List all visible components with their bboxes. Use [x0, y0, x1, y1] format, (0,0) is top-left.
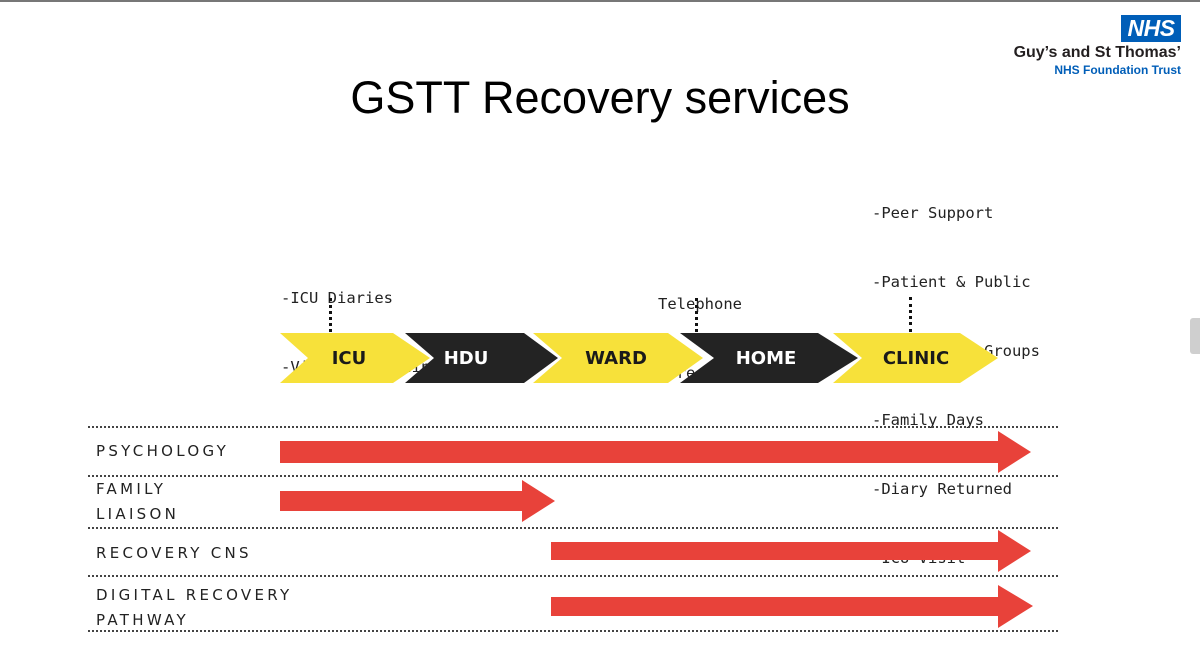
service-arrow-digital-recovery-pathway	[551, 585, 1033, 628]
icu-connector	[329, 298, 332, 332]
row-divider	[88, 475, 1058, 477]
home-note-line: Telephone	[658, 295, 742, 313]
stage-label-icu: ICU	[331, 348, 367, 369]
stage-label-ward: WARD	[585, 348, 647, 369]
row-divider	[88, 575, 1058, 577]
stage-chevron-home	[680, 333, 858, 383]
clinic-note-line: -Peer Support	[872, 204, 994, 222]
stage-chevron-clinic	[833, 333, 998, 383]
stage-label-home: HOME	[735, 348, 797, 369]
service-label-family-liaison: FAMILY LIAISON	[96, 477, 179, 527]
clinic-note-line: -Family Days	[872, 411, 984, 429]
row-divider	[88, 527, 1058, 529]
stage-chevron-hdu	[405, 333, 558, 383]
service-label-line: FAMILY	[96, 480, 167, 498]
nhs-logo: NHS	[1121, 15, 1181, 42]
service-label-line: PATHWAY	[96, 611, 189, 629]
service-label-line: PSYCHOLOGY	[96, 442, 230, 460]
clinic-connector	[909, 297, 912, 332]
clinic-note-line: -Diary Returned	[872, 480, 1012, 498]
stage-label-hdu: HDU	[443, 348, 489, 369]
service-label-digital-recovery-pathway: DIGITAL RECOVERY PATHWAY	[96, 583, 293, 633]
row-divider	[88, 630, 1058, 632]
clinic-note-line: -Patient & Public	[872, 273, 1031, 291]
window-top-border	[0, 0, 1200, 2]
service-arrow-recovery-cns	[551, 530, 1031, 572]
service-label-psychology: PSYCHOLOGY	[96, 439, 229, 464]
icu-note-line: -ICU Diaries	[281, 289, 393, 307]
service-label-line: LIAISON	[96, 505, 180, 523]
service-arrow-psychology	[280, 431, 1031, 473]
stage-chevron-icu	[280, 333, 430, 383]
row-divider	[88, 426, 1058, 428]
trust-name: Guy’s and St Thomas’	[1013, 44, 1181, 61]
stage-chevron-ward	[533, 333, 703, 383]
service-arrow-family-liaison	[280, 480, 555, 522]
stage-label-clinic: CLINIC	[882, 348, 950, 369]
trust-subtitle: NHS Foundation Trust	[1054, 63, 1181, 77]
scrollbar-thumb[interactable]	[1190, 318, 1200, 354]
slide-title: GSTT Recovery services	[350, 72, 850, 123]
service-label-line: RECOVERY CNS	[96, 544, 252, 562]
service-label-recovery-cns: RECOVERY CNS	[96, 541, 252, 566]
home-connector	[695, 298, 698, 332]
service-label-line: DIGITAL RECOVERY	[96, 586, 293, 604]
